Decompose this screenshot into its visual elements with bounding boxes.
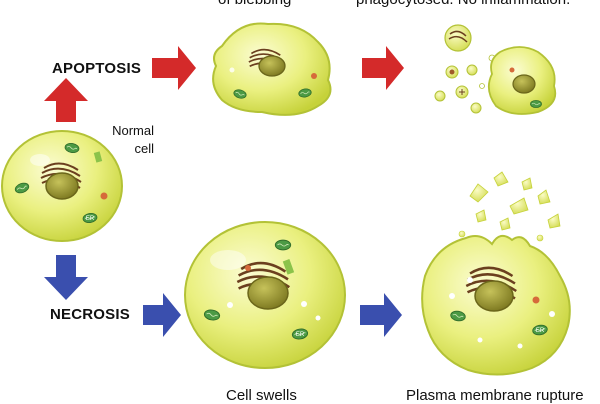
necrosis-label: NECROSIS bbox=[50, 306, 130, 323]
blebbing-cell bbox=[212, 22, 332, 116]
apoptotic-bodies bbox=[434, 24, 557, 115]
normal-cell-label: Normal cell bbox=[94, 122, 154, 158]
normal-cell-nucleus bbox=[45, 172, 79, 200]
swollen-cell bbox=[184, 221, 346, 369]
blebbing-caption: of blebbing bbox=[218, 0, 291, 8]
arrow-up-icon bbox=[44, 78, 88, 122]
arrow-right-icon bbox=[362, 46, 404, 90]
ruptured-cell bbox=[421, 171, 571, 376]
phagocytosed-caption: phagocytosed. No inflammation. bbox=[356, 0, 570, 8]
arrow-right-icon bbox=[360, 293, 402, 337]
organelle-label: ER bbox=[86, 216, 95, 222]
apoptosis-arrows bbox=[44, 46, 404, 122]
cell-swells-caption: Cell swells bbox=[226, 387, 297, 404]
necrosis-arrows bbox=[44, 255, 402, 337]
normal-cell-label-line1: Normal bbox=[112, 123, 154, 138]
organelle-label: ER bbox=[296, 332, 305, 338]
arrow-right-icon bbox=[143, 293, 181, 337]
normal-cell bbox=[1, 130, 123, 242]
organelle-labels: ER ER ER bbox=[86, 216, 545, 338]
membrane-rupture-caption: Plasma membrane rupture bbox=[406, 387, 584, 404]
arrow-right-icon bbox=[152, 46, 196, 90]
normal-cell-label-line2: cell bbox=[134, 141, 154, 156]
arrow-down-icon bbox=[44, 255, 88, 300]
apoptosis-label: APOPTOSIS bbox=[52, 60, 142, 77]
organelle-label: ER bbox=[536, 328, 545, 334]
